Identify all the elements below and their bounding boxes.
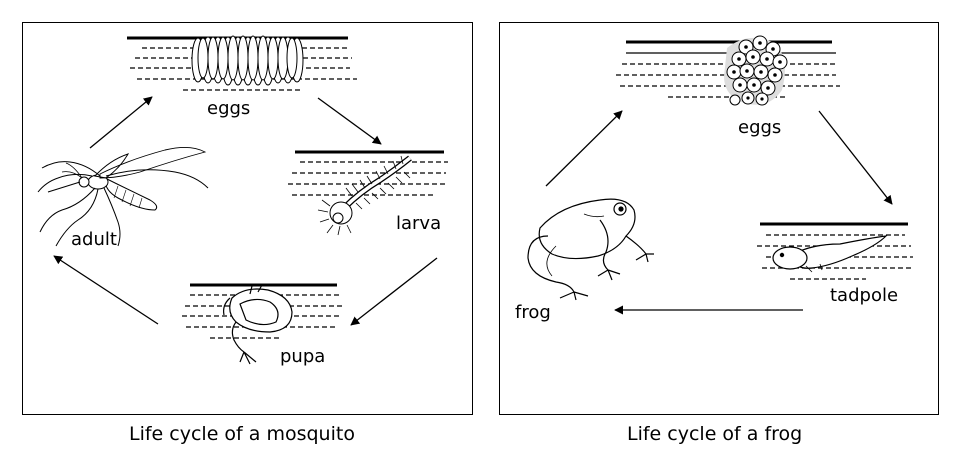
mosquito-larva-label: larva: [396, 213, 442, 234]
mosquito-caption: Life cycle of a mosquito: [129, 423, 355, 445]
frog-label: frog: [515, 302, 551, 323]
frog-adult-icon: [527, 198, 654, 301]
mosquito-eggs-label: eggs: [207, 98, 251, 119]
frog-caption: Life cycle of a frog: [627, 423, 803, 445]
tadpole-icon: [772, 235, 888, 273]
mosquito-adult-icon: [37, 147, 209, 247]
mosquito-life-cycle-panel: [22, 22, 473, 415]
frog-eggs-label: eggs: [738, 117, 782, 138]
mosquito-larva-icon: [317, 155, 412, 236]
mosquito-egg-raft-icon: [191, 35, 304, 86]
mosquito-cycle-arrows: [53, 96, 438, 326]
mosquito-pupa-label: pupa: [280, 346, 326, 367]
frog-spawn-icon: [724, 35, 788, 106]
frog-cycle-arrows: [545, 110, 893, 315]
mosquito-larva-water-lines: [288, 150, 448, 196]
mosquito-pupa-icon: [223, 284, 293, 365]
mosquito-adult-label: adult: [71, 229, 117, 250]
tadpole-label: tadpole: [830, 285, 899, 306]
